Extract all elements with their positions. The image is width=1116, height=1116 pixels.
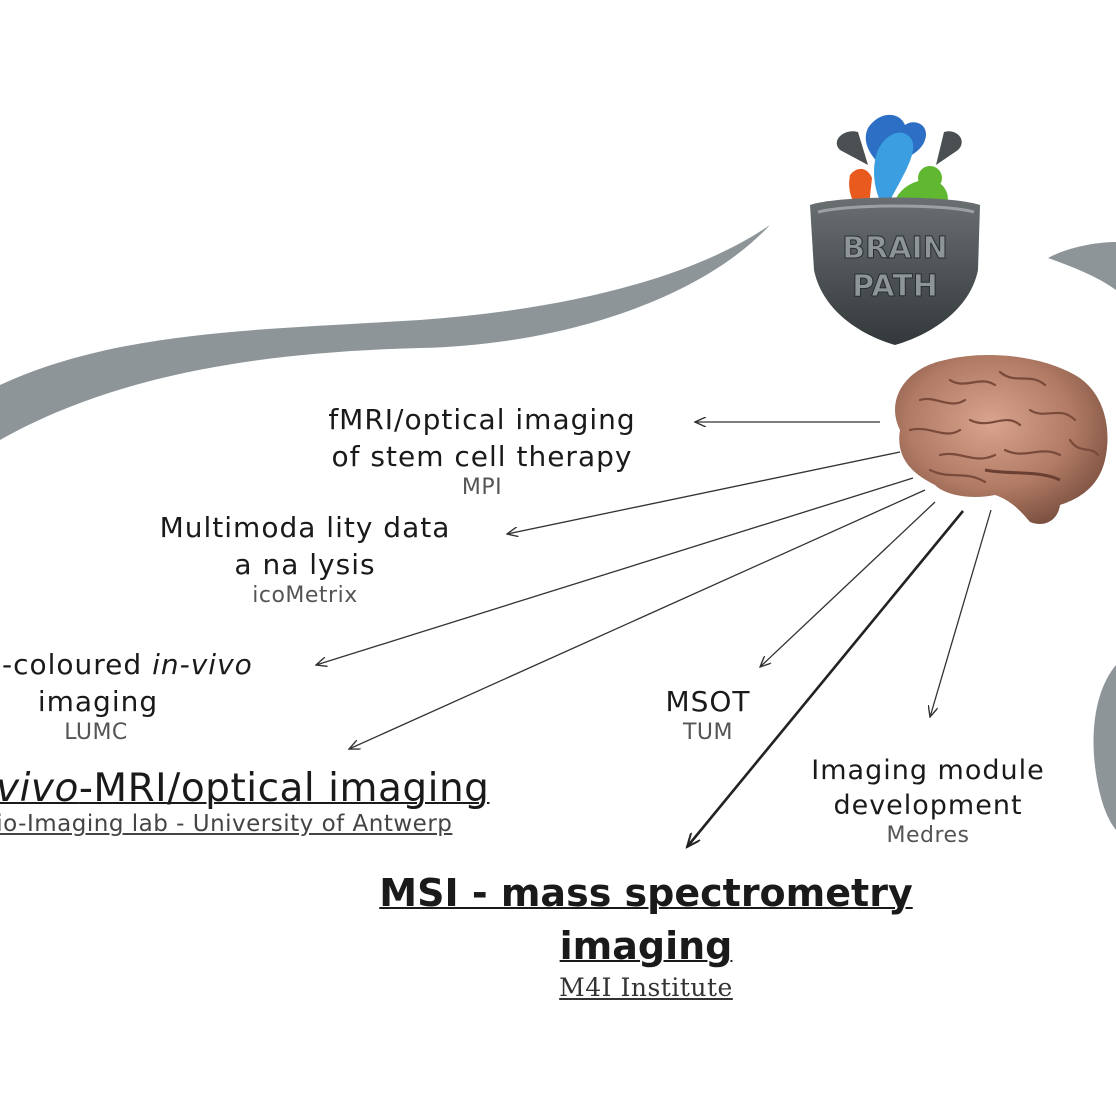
arrow-to-msot (760, 501, 936, 667)
node-fmri-line2: of stem cell therapy (331, 440, 633, 473)
node-msi-line1: MSI - mass spectrometry (379, 871, 913, 915)
node-multicoloured: -coloured in-vivo imaging LUMC (0, 646, 300, 745)
node-msi: MSI - mass spectrometry imaging M4I Inst… (306, 867, 986, 1002)
arrow-to-multicoloured (316, 477, 914, 665)
node-invivo-mri-institute: Bio-Imaging lab - University of Antwerp (0, 811, 453, 837)
node-multicoloured-line1: -coloured in-vivo (0, 646, 300, 683)
node-multimodality-line1: Multimoda lity data (159, 511, 451, 544)
node-multimodality: Multimoda lity data a na lysis icoMetrix (140, 509, 470, 608)
node-msot-label: MSOT (665, 685, 751, 718)
node-msot-institute: TUM (682, 720, 734, 745)
node-imaging-module: Imaging module development Medres (790, 753, 1066, 848)
arrow-to-multimodality (507, 451, 901, 534)
node-multimodality-institute: icoMetrix (252, 583, 358, 608)
node-multimodality-line2: a na lysis (234, 548, 376, 581)
logo-brain-text: BRAIN (842, 231, 947, 266)
node-fmri: fMRI/optical imaging of stem cell therap… (302, 401, 662, 500)
node-msot: MSOT TUM (640, 683, 776, 745)
node-invivo-mri: vivo-MRI/optical imaging Bio-Imaging lab… (0, 766, 596, 837)
node-invivo-mri-italic: vivo (0, 766, 79, 811)
swoosh-right-edge (1093, 665, 1116, 830)
brain-icon (895, 355, 1108, 525)
node-imaging-module-institute: Medres (886, 823, 970, 848)
swoosh-right-top (1048, 242, 1116, 290)
arrow-to-imaging-module (930, 509, 992, 717)
node-invivo-mri-title: vivo-MRI/optical imaging (0, 766, 596, 811)
node-imaging-module-line1: Imaging module (811, 755, 1045, 786)
node-msi-institute: M4I Institute (559, 973, 733, 1002)
node-multicoloured-line2: imaging (37, 685, 159, 718)
node-multicoloured-institute: LUMC (64, 720, 128, 745)
node-invivo-mri-rest: -MRI/optical imaging (78, 766, 490, 811)
node-fmri-institute: MPI (461, 475, 503, 500)
logo-path-text: PATH (852, 269, 938, 304)
node-msi-line2: imaging (559, 924, 733, 968)
arrow-to-msi (687, 510, 965, 847)
node-imaging-module-line2: development (833, 790, 1023, 821)
swoosh-left (0, 225, 770, 440)
node-multicoloured-line1-prefix: -coloured (2, 648, 153, 681)
arrow-to-invivo-mri (349, 489, 926, 749)
node-fmri-line1: fMRI/optical imaging (328, 403, 636, 436)
brainpath-logo-icon: BRAIN PATH (810, 114, 980, 345)
node-multicoloured-line1-italic: in-vivo (152, 648, 253, 681)
